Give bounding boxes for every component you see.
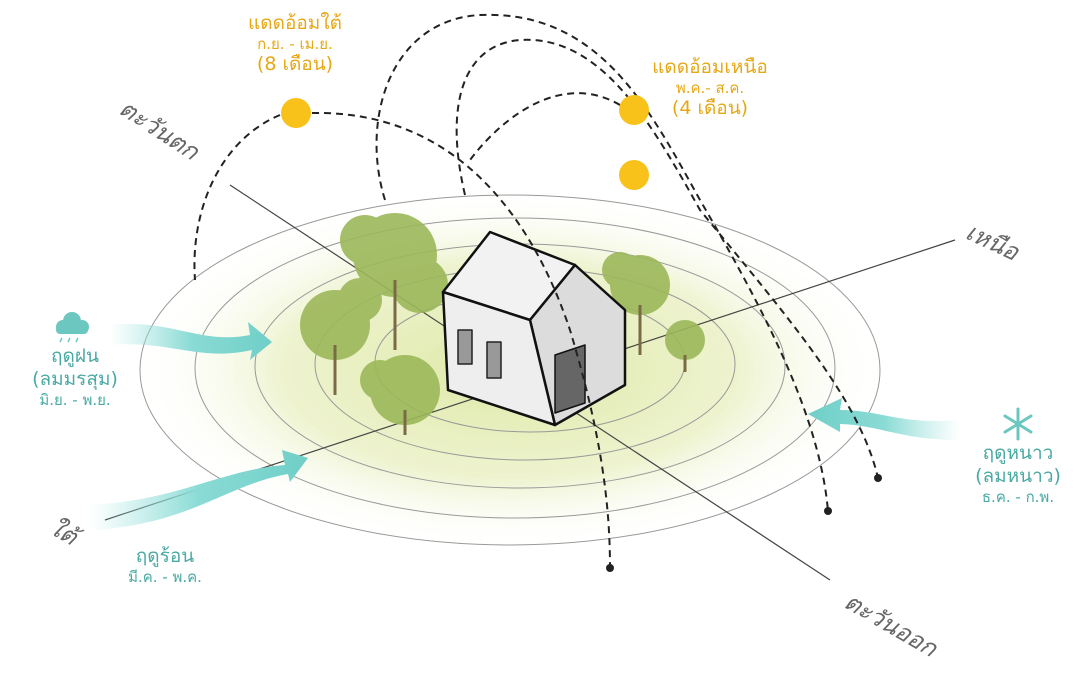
house <box>441 230 627 427</box>
winter-wind-arrow <box>808 398 960 440</box>
winter-months: ธ.ค. - ก.พ. <box>981 487 1055 506</box>
rainy-subtitle: (ลมมรสุม) <box>32 367 118 390</box>
sun-icon <box>619 95 649 125</box>
sun-icon <box>619 160 649 190</box>
sun-north-duration: (4 เดือน) <box>671 96 749 119</box>
sun-south-label: แดดอ้อมใต้ ก.ย. - เม.ย. (8 เดือน) <box>215 12 375 76</box>
summer-wind-arrow <box>90 450 308 530</box>
rainy-season-label: ฤดูฝน (ลมมรสุม) มิ.ย. - พ.ย. <box>10 345 140 409</box>
rain-cloud-icon <box>56 312 89 343</box>
rainy-title: ฤดูฝน <box>51 345 99 367</box>
sun-south-title: แดดอ้อมใต้ <box>248 12 342 34</box>
sun-icons <box>281 95 649 190</box>
sun-path-end-dots <box>606 474 882 572</box>
summer-title: ฤดูร้อน <box>135 545 195 567</box>
sun-north-months: พ.ค.- ส.ค. <box>675 78 745 97</box>
winter-season-label: ฤดูหนาว (ลมหนาว) ธ.ค. - ก.พ. <box>953 442 1080 506</box>
sun-south-months: ก.ย. - เม.ย. <box>257 34 333 53</box>
winter-title: ฤดูหนาว <box>982 442 1054 464</box>
sun-south-duration: (8 เดือน) <box>256 52 334 75</box>
snowflake-icon <box>1003 407 1033 441</box>
sun-north-title: แดดอ้อมเหนือ <box>652 56 768 78</box>
summer-months: มี.ค. - พ.ค. <box>128 567 202 586</box>
winter-subtitle: (ลมหนาว) <box>975 464 1061 487</box>
sun-icon <box>281 98 311 128</box>
sun-north-label: แดดอ้อมเหนือ พ.ค.- ส.ค. (4 เดือน) <box>630 56 790 120</box>
tree <box>300 213 705 425</box>
summer-season-label: ฤดูร้อน มี.ค. - พ.ค. <box>100 545 230 586</box>
rainy-wind-arrow <box>110 322 272 360</box>
trees <box>300 213 705 435</box>
rainy-months: มิ.ย. - พ.ย. <box>39 390 111 409</box>
